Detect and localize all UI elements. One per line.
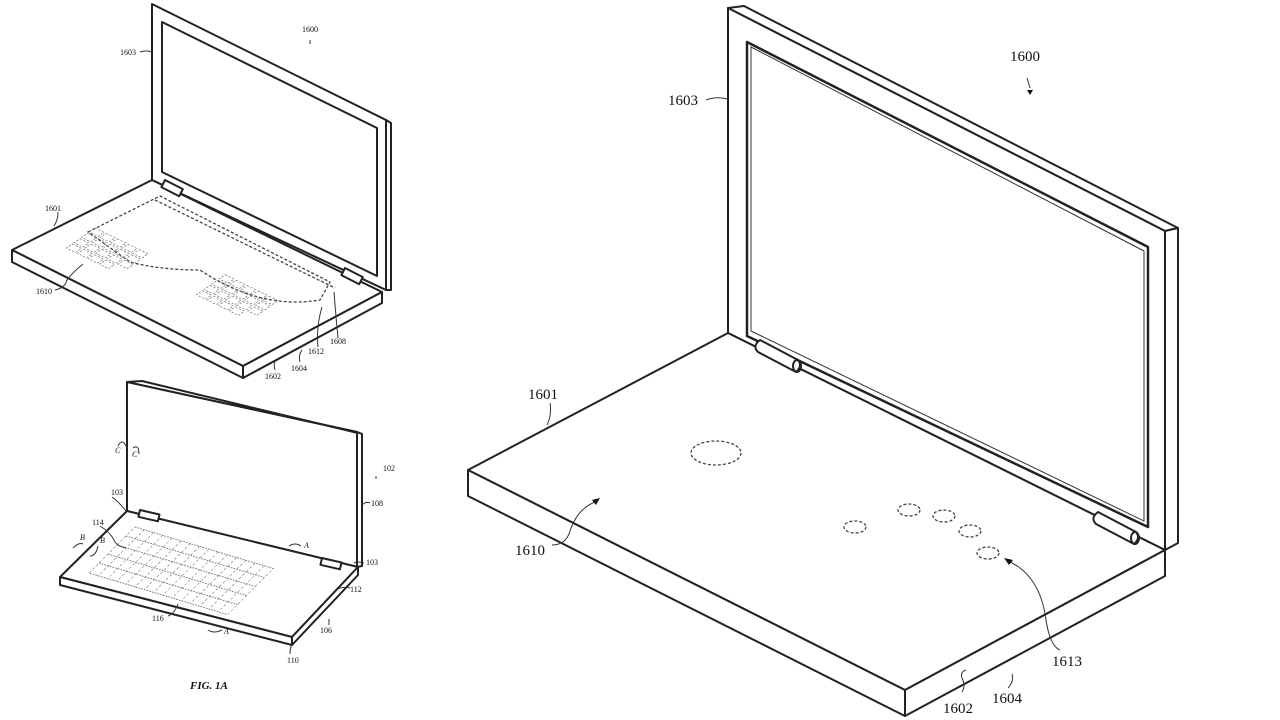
laptop-lid-fig1a	[126, 380, 363, 568]
label-1601: 1601	[528, 387, 558, 403]
laptop-base-main	[467, 332, 1166, 717]
label-1602-small: 1602	[265, 372, 281, 381]
figure-caption: FIG. 1A	[189, 680, 228, 692]
label-b-2: B	[100, 536, 105, 545]
touch-region	[958, 524, 982, 538]
label-110: 110	[287, 656, 299, 665]
label-1602: 1602	[943, 701, 973, 717]
label-a-2: A	[303, 541, 309, 550]
label-1603-small: 1603	[120, 48, 136, 57]
leader-lines-fig1a	[72, 441, 377, 655]
touch-region	[897, 503, 921, 517]
touch-region-large	[690, 440, 742, 466]
label-114: 114	[92, 518, 104, 527]
label-c-1: C	[115, 446, 121, 455]
label-1604: 1604	[992, 691, 1023, 707]
label-108: 108	[371, 499, 383, 508]
touch-regions-dashed	[690, 440, 1000, 560]
leader-lines-small	[53, 40, 339, 371]
label-b-1: B	[80, 533, 85, 542]
label-1603: 1603	[668, 93, 698, 109]
label-c-2: C	[132, 450, 138, 459]
label-a-1: A	[223, 627, 229, 636]
label-1600: 1600	[1010, 49, 1040, 65]
touch-region	[932, 509, 956, 523]
label-112: 112	[350, 585, 362, 594]
hinge-left	[754, 339, 802, 373]
label-103-left: 103	[111, 488, 123, 497]
split-keyboard-dashed	[65, 195, 336, 316]
label-103-right: 103	[366, 558, 378, 567]
label-1600-small: 1600	[302, 25, 318, 34]
label-116: 116	[152, 614, 164, 623]
label-1613: 1613	[1052, 654, 1082, 670]
label-1610: 1610	[515, 543, 545, 559]
touch-region	[843, 520, 867, 534]
label-1604-small: 1604	[291, 364, 307, 373]
touch-region	[976, 546, 1000, 560]
label-1612-small: 1612	[308, 347, 324, 356]
leader-lines-main	[546, 77, 1061, 693]
hinge-right	[1092, 511, 1140, 545]
label-106: 106	[320, 626, 332, 635]
label-1608-small: 1608	[330, 337, 346, 346]
laptop-lid-small	[151, 3, 392, 291]
laptop-lid-main	[727, 5, 1179, 551]
label-1610-small: 1610	[36, 287, 52, 296]
label-102: 102	[383, 464, 395, 473]
label-1601-small: 1601	[45, 204, 61, 213]
laptop-base-small	[11, 178, 383, 379]
